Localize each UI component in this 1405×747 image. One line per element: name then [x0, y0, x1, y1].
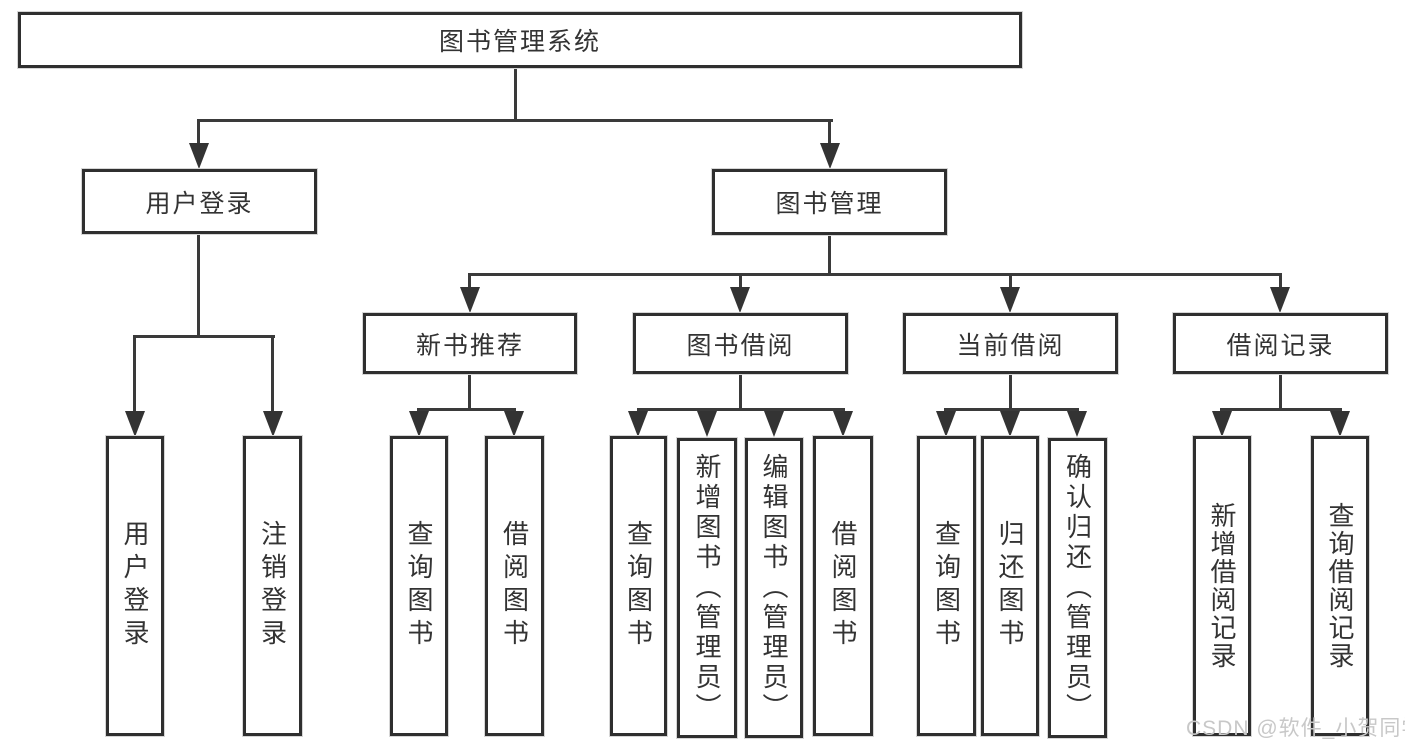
connector-stem [197, 233, 200, 338]
connector-stem [828, 119, 831, 147]
arrowhead-down-icon [263, 411, 283, 437]
connector-hline [417, 408, 516, 411]
arrowhead-down-icon [697, 411, 717, 437]
node-borrow-records: 借阅记录 [1173, 313, 1388, 374]
node-current-borrow: 当前借阅 [903, 313, 1118, 374]
connector-stem [1009, 374, 1012, 411]
watermark: CSDN @软件_小贺同学 [1186, 717, 1405, 740]
connector-stem [1279, 374, 1282, 411]
leaf-add-books-admin: 新增图书（管理员） [677, 438, 737, 738]
leaf-query-borrow-record: 查询借阅记录 [1311, 436, 1369, 736]
connector-stem [1009, 273, 1012, 290]
leaf-query-books: 查询图书 [610, 436, 667, 736]
connector-stem [468, 273, 471, 290]
connector-stem [739, 374, 742, 411]
connector-stem [133, 335, 136, 415]
connector-stem [271, 335, 274, 415]
arrowhead-down-icon [1330, 411, 1350, 437]
arrowhead-down-icon [125, 411, 145, 437]
connector-level2-hline [197, 119, 833, 122]
connector-stem [1279, 273, 1282, 290]
node-user-login: 用户登录 [82, 169, 317, 234]
leaf-query-books: 查询图书 [390, 436, 448, 736]
leaf-query-books: 查询图书 [917, 436, 976, 736]
connector-level3-hline [468, 273, 1282, 276]
arrowhead-down-icon [820, 143, 840, 169]
connector-hline [637, 408, 845, 411]
arrowhead-down-icon [1000, 287, 1020, 313]
leaf-borrow-books: 借阅图书 [485, 436, 544, 736]
leaf-return-books: 归还图书 [981, 436, 1039, 736]
arrowhead-down-icon [1067, 411, 1087, 437]
node-book-borrow: 图书借阅 [633, 313, 848, 374]
connector-stem [828, 234, 831, 276]
arrowhead-down-icon [1000, 411, 1020, 437]
leaf-edit-books-admin: 编辑图书（管理员） [745, 438, 803, 738]
connector-root-stem [514, 68, 517, 122]
leaf-add-borrow-record: 新增借阅记录 [1193, 436, 1251, 736]
arrowhead-down-icon [764, 411, 784, 437]
arrowhead-down-icon [628, 411, 648, 437]
arrowhead-down-icon [409, 411, 429, 437]
leaf-user-login: 用户登录 [106, 436, 164, 736]
connector-stem [468, 374, 471, 411]
leaf-confirm-return-admin: 确认归还（管理员） [1048, 438, 1107, 738]
leaf-logout: 注销登录 [243, 436, 302, 736]
node-root: 图书管理系统 [18, 12, 1022, 68]
connector-hline [1220, 408, 1342, 411]
connector-stem [739, 273, 742, 290]
arrowhead-down-icon [504, 411, 524, 437]
connector-hline [944, 408, 1079, 411]
arrowhead-down-icon [460, 287, 480, 313]
arrowhead-down-icon [833, 411, 853, 437]
arrowhead-down-icon [1212, 411, 1232, 437]
arrowhead-down-icon [936, 411, 956, 437]
arrowhead-down-icon [1270, 287, 1290, 313]
connector-stem [197, 119, 200, 147]
arrowhead-down-icon [730, 287, 750, 313]
node-book-management: 图书管理 [712, 169, 947, 235]
arrowhead-down-icon [189, 143, 209, 169]
connector-hline [133, 335, 275, 338]
node-new-book-recommend: 新书推荐 [363, 313, 577, 374]
leaf-borrow-books: 借阅图书 [813, 436, 873, 736]
